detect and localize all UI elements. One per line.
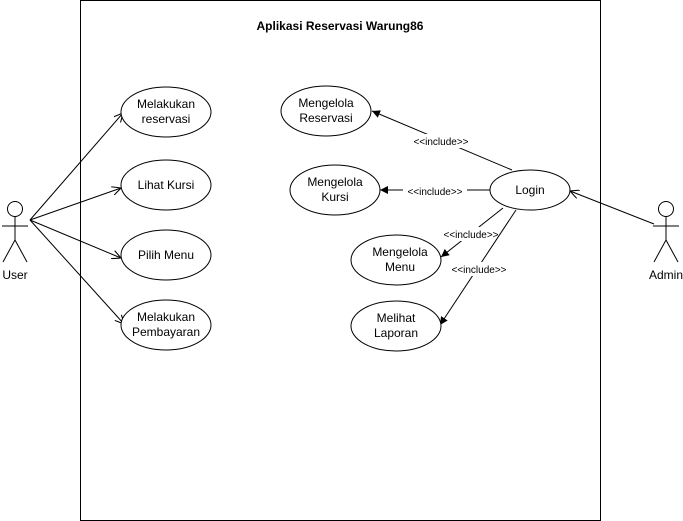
svg-text:reservasi: reservasi <box>142 112 191 126</box>
svg-text:Lihat Kursi: Lihat Kursi <box>138 178 195 192</box>
use-case-melakukan-pembayaran[interactable]: Melakukan Pembayaran <box>120 299 212 351</box>
assoc-admin-login <box>570 191 655 225</box>
include-label-reservasi: <<include>> <box>413 137 468 148</box>
assoc-user-reservasi <box>29 113 123 221</box>
use-case-melihat-laporan[interactable]: Melihat Laporan <box>350 300 442 352</box>
include-label-menu: <<include>> <box>443 230 498 241</box>
svg-text:Kursi: Kursi <box>321 190 348 204</box>
svg-text:Mengelola: Mengelola <box>372 245 428 259</box>
assoc-user-pembayaran <box>29 219 124 324</box>
use-case-melakukan-reservasi[interactable]: Melakukan reservasi <box>120 86 212 138</box>
assoc-user-menu <box>29 219 121 258</box>
assoc-user-kursi <box>29 188 121 221</box>
svg-text:Pembayaran: Pembayaran <box>132 325 200 339</box>
actor-user-label: User <box>2 268 27 282</box>
include-relations: <<include>> <<include>> <<include>> <<in… <box>371 110 517 326</box>
include-label-kursi: <<include>> <box>407 187 462 198</box>
svg-text:Mengelola: Mengelola <box>307 175 363 189</box>
svg-text:Melakukan: Melakukan <box>137 310 195 324</box>
user-associations <box>29 113 124 324</box>
svg-text:Mengelola: Mengelola <box>298 96 354 110</box>
use-case-login[interactable]: Login <box>489 169 571 211</box>
svg-text:Laporan: Laporan <box>374 326 418 340</box>
use-case-mengelola-reservasi[interactable]: Mengelola Reservasi <box>280 85 372 137</box>
svg-text:Melakukan: Melakukan <box>137 97 195 111</box>
include-label-laporan: <<include>> <box>451 265 506 276</box>
actor-admin[interactable]: Admin <box>649 201 683 283</box>
use-case-mengelola-menu[interactable]: Mengelola Menu <box>350 234 442 286</box>
use-case-lihat-kursi[interactable]: Lihat Kursi <box>120 159 212 211</box>
system-title: Aplikasi Reservasi Warung86 <box>257 19 424 33</box>
svg-text:Pilih Menu: Pilih Menu <box>138 248 194 262</box>
use-case-pilih-menu[interactable]: Pilih Menu <box>120 229 212 281</box>
svg-text:Melihat: Melihat <box>377 311 416 325</box>
use-case-mengelola-kursi[interactable]: Mengelola Kursi <box>289 164 381 216</box>
actor-admin-label: Admin <box>649 268 683 282</box>
svg-text:Menu: Menu <box>385 260 415 274</box>
svg-text:Login: Login <box>515 183 544 197</box>
svg-text:Reservasi: Reservasi <box>299 111 352 125</box>
actor-user[interactable]: User <box>2 201 28 283</box>
